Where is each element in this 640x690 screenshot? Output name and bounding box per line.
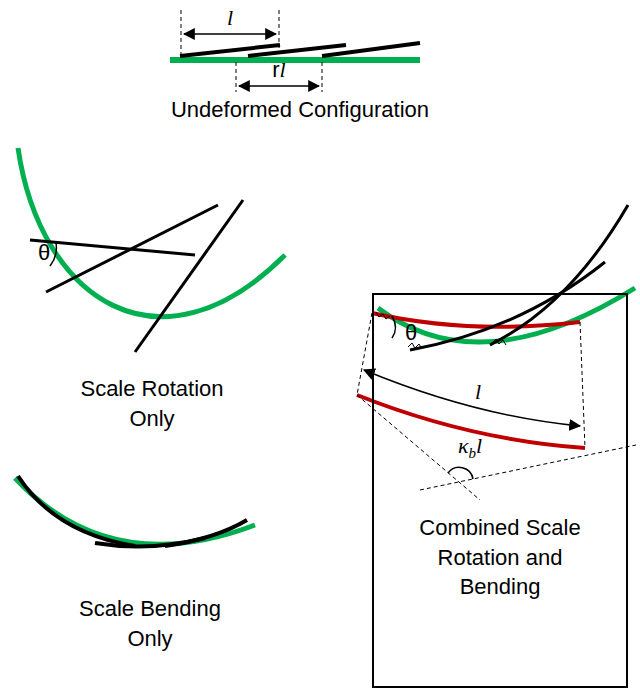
bending-figure <box>15 476 255 547</box>
combined-figure <box>357 205 636 500</box>
figure-label: Scale Bending Only <box>65 594 235 653</box>
undeformed-figure <box>170 10 420 92</box>
figure-label: Scale Rotation Only <box>67 374 237 433</box>
figure-label: κbl <box>445 431 495 464</box>
figure-label: rl <box>259 55 299 85</box>
figure-label: l <box>215 3 245 33</box>
panel-caption: Combined Scale Rotation and Bending <box>402 513 598 602</box>
figure-label: θ <box>396 318 426 348</box>
figure-label: θ <box>29 238 59 268</box>
figure-label: Undeformed Configuration <box>130 95 470 125</box>
rotation-figure <box>18 148 285 352</box>
figure-label: l <box>463 377 493 407</box>
figure-panel: Combined Scale Rotation and Bending <box>372 293 628 688</box>
